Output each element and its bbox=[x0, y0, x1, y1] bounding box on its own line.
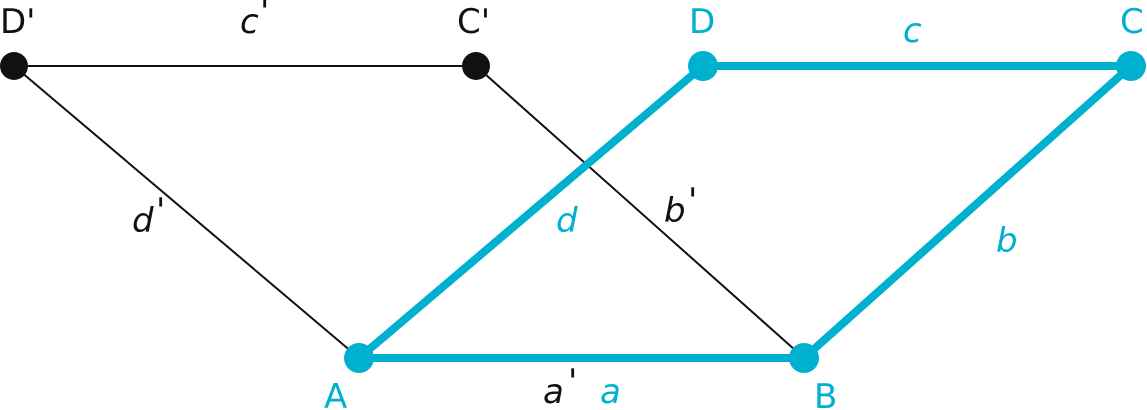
side-d-label: d bbox=[556, 201, 578, 241]
side-a-prime-label: a bbox=[543, 372, 564, 410]
side-a-label: a bbox=[600, 372, 621, 410]
side-b-line bbox=[800, 62, 1135, 362]
vertex-c-prime-dot bbox=[462, 52, 490, 80]
side-a-prime-mark: ' bbox=[568, 362, 577, 402]
side-b-prime-label: b bbox=[664, 191, 686, 231]
side-d-prime-mark: ' bbox=[156, 191, 165, 231]
side-b-prime-line bbox=[475, 65, 805, 359]
side-b-label: b bbox=[996, 221, 1018, 261]
side-c-label: c bbox=[903, 11, 922, 51]
vertex-d-label: D bbox=[689, 2, 715, 42]
side-d-line bbox=[355, 62, 707, 362]
vertex-a-label: A bbox=[324, 377, 347, 410]
vertex-b-label: B bbox=[814, 377, 837, 410]
side-d-prime-label: d bbox=[132, 201, 154, 241]
vertex-c-label: C bbox=[1120, 2, 1144, 42]
side-c-prime-mark: ' bbox=[260, 0, 269, 32]
side-d-prime-line bbox=[13, 65, 360, 359]
vertex-b-dot bbox=[789, 343, 819, 373]
vertex-d-dot bbox=[688, 51, 718, 81]
vertex-c-dot bbox=[1116, 51, 1146, 81]
side-b-prime-mark: ' bbox=[688, 181, 697, 221]
vertex-d-prime-dot bbox=[0, 52, 28, 80]
vertex-c-prime-label: C' bbox=[457, 2, 490, 42]
vertex-a-dot bbox=[344, 343, 374, 373]
vertex-d-prime-label: D' bbox=[0, 2, 36, 42]
side-c-prime-label: c bbox=[240, 2, 259, 42]
